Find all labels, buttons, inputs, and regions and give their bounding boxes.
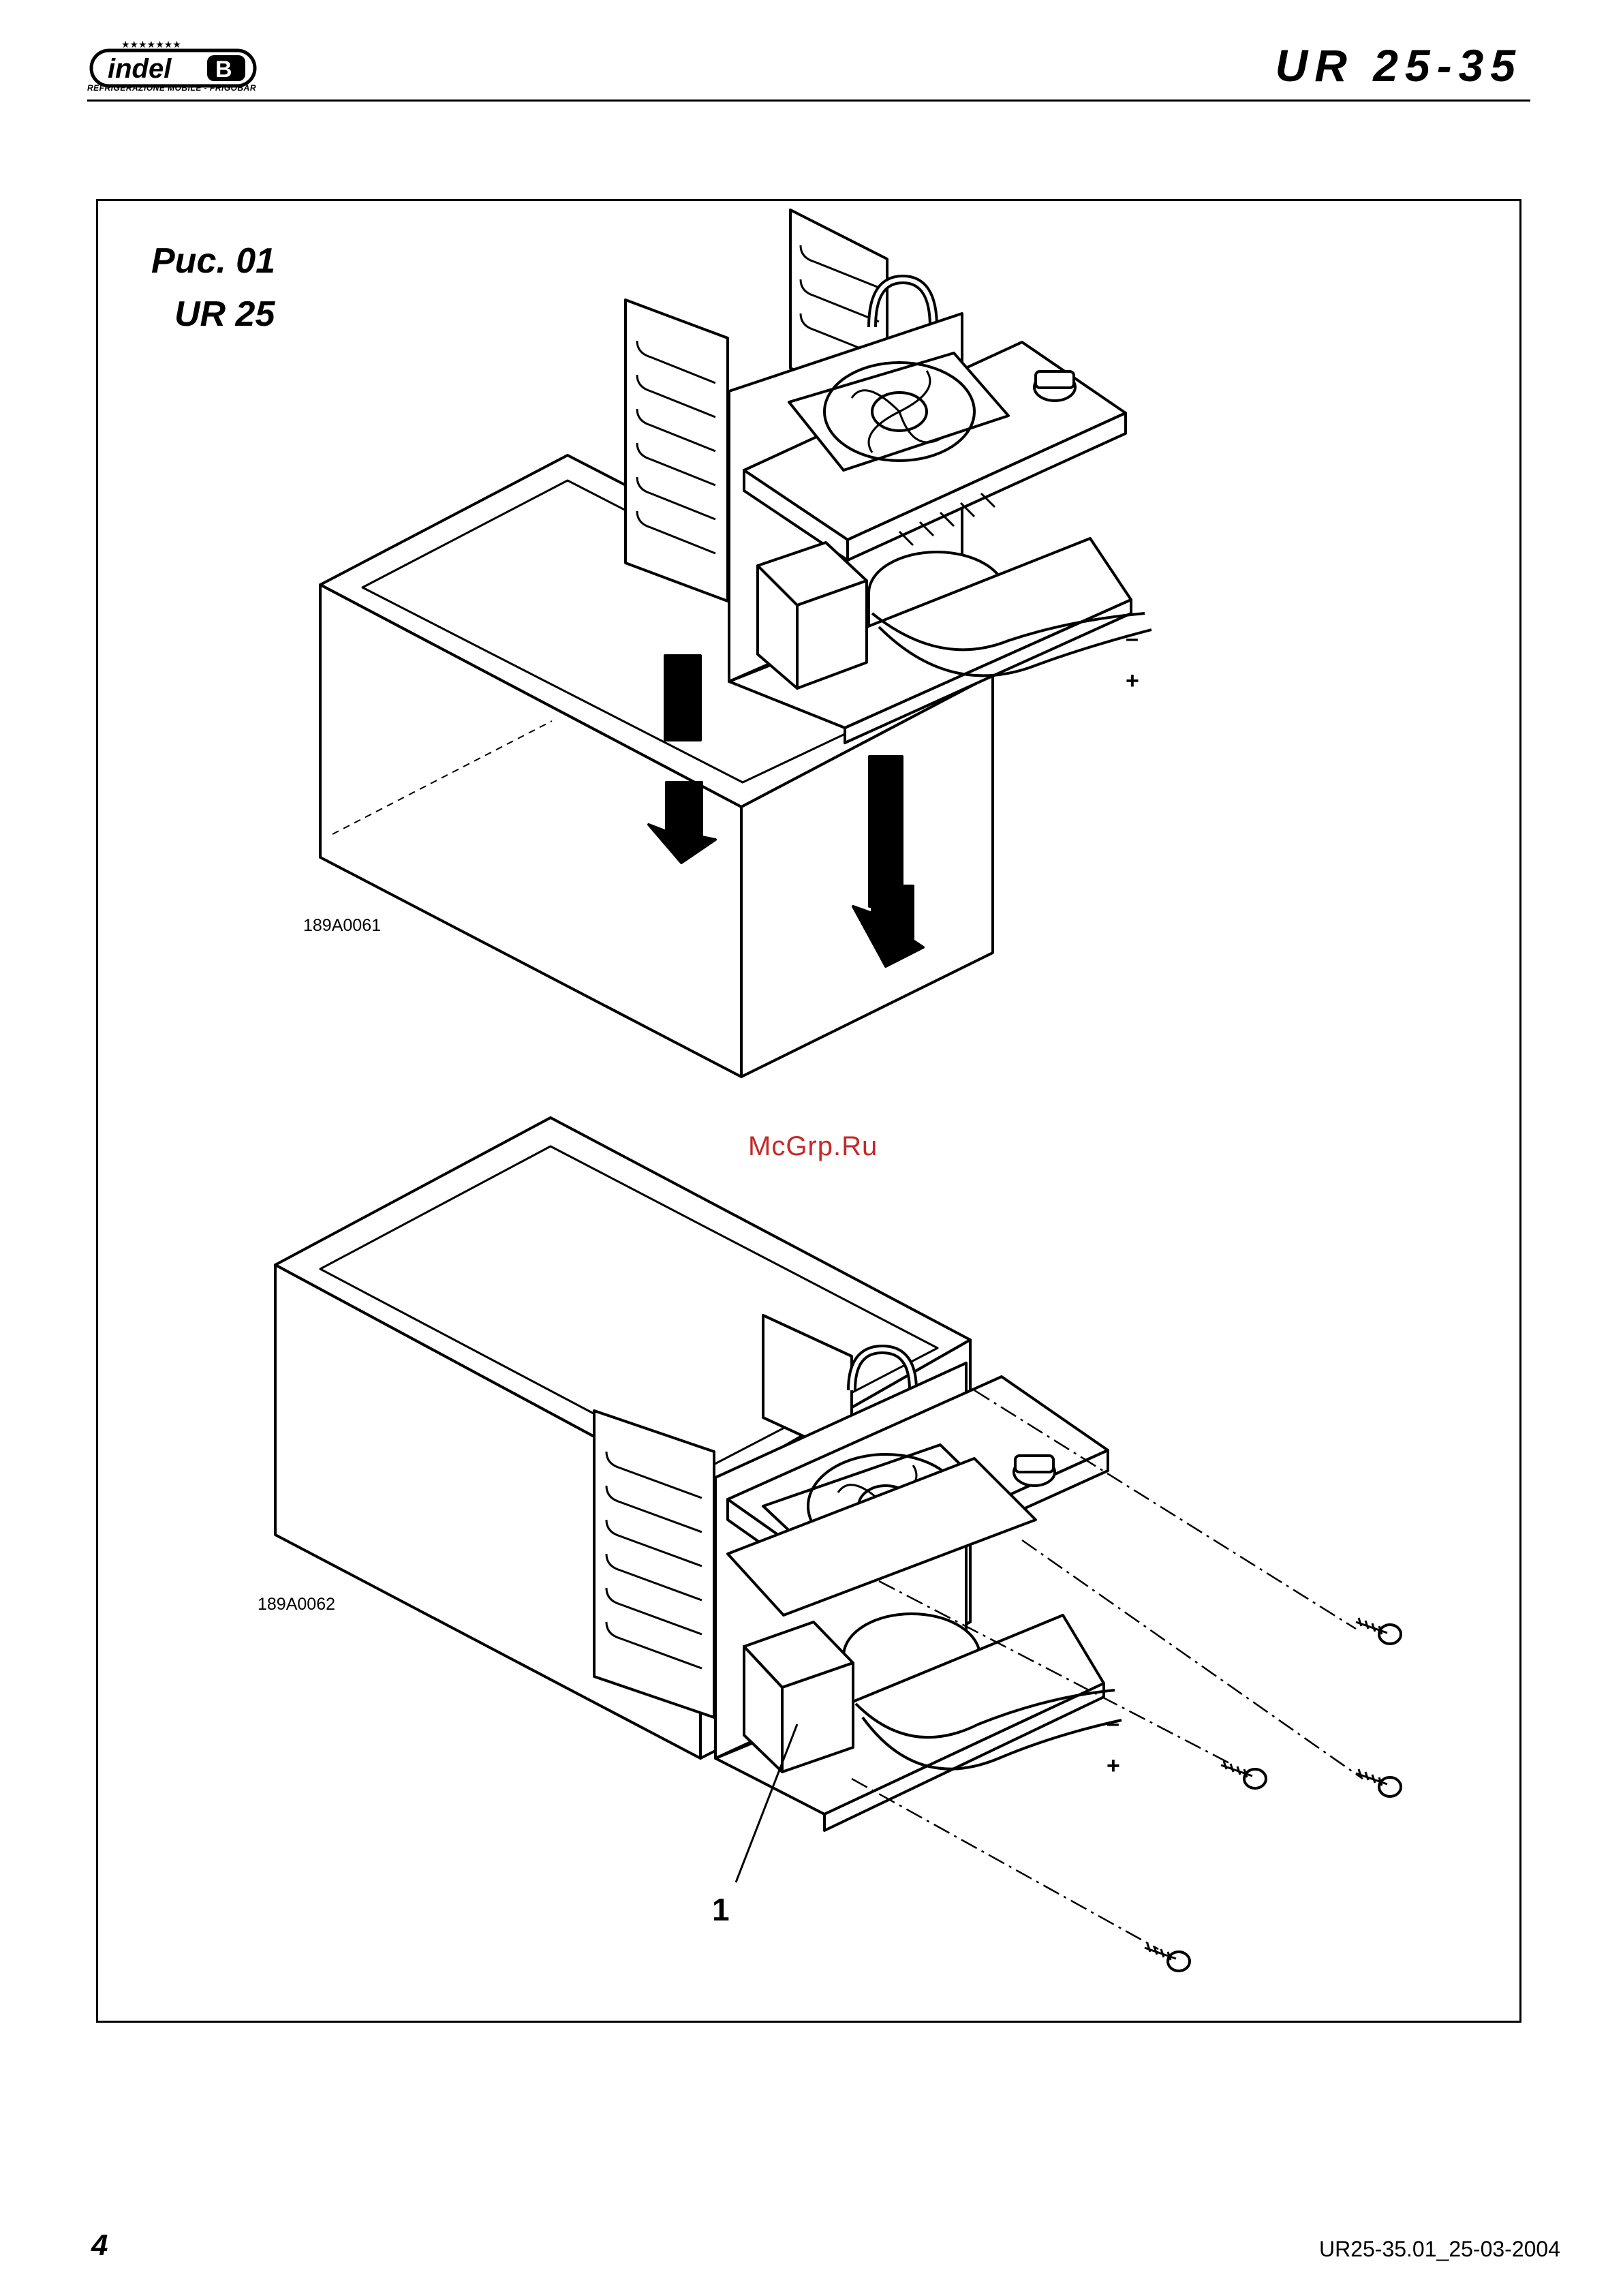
bottom-illustration [275, 1118, 1401, 1971]
polarity-plus-bottom: + [1107, 1753, 1120, 1779]
page-number: 4 [91, 2229, 108, 2263]
watermark: McGrp.Ru [748, 1131, 878, 1162]
polarity-minus-bottom: – [1107, 1711, 1119, 1737]
callout-number: 1 [712, 1891, 730, 1928]
bottom-figure-code: 189A0062 [258, 1595, 335, 1614]
top-illustration [320, 210, 1151, 1077]
polarity-plus-top: + [1126, 668, 1139, 694]
top-figure-code: 189A0061 [303, 916, 381, 936]
document-code: UR25-35.01_25-03-2004 [1319, 2237, 1560, 2262]
polarity-minus-top: – [1126, 626, 1139, 652]
